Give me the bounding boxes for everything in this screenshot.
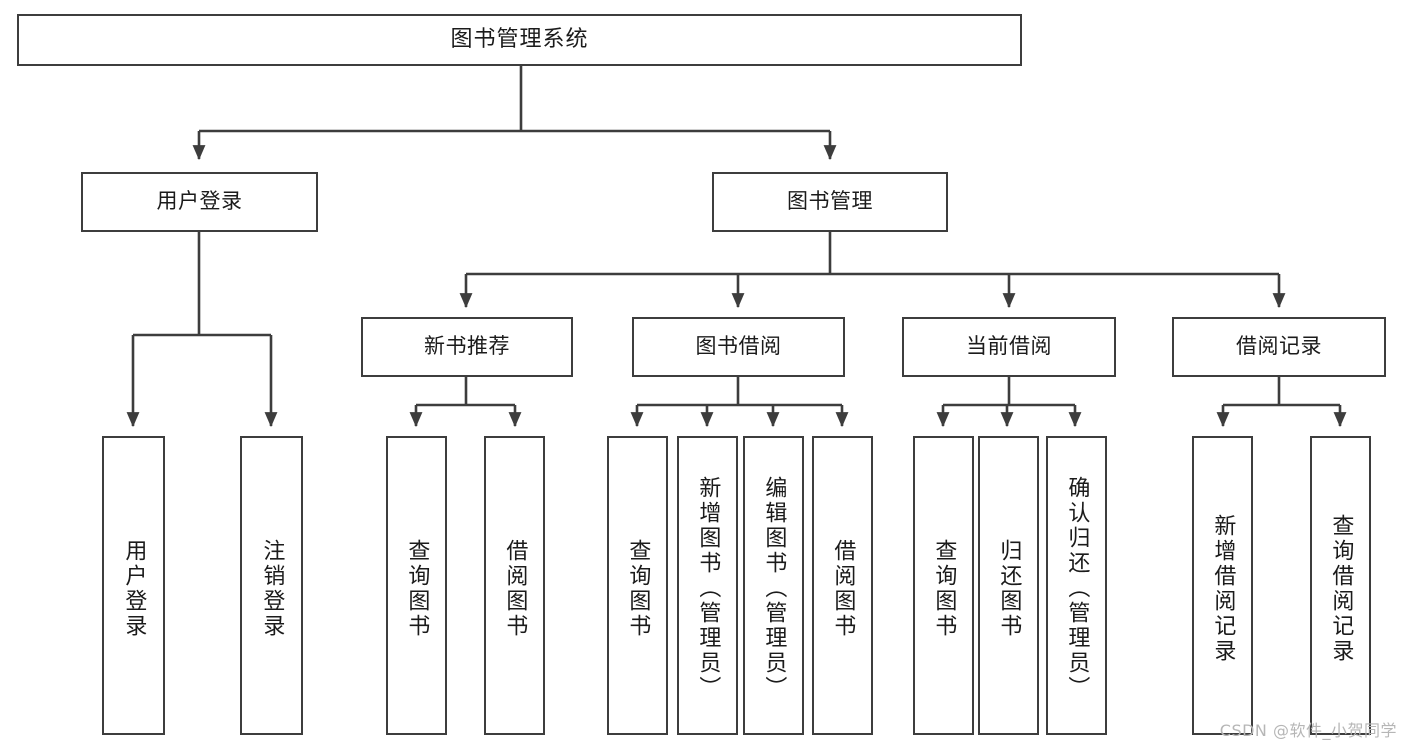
node-leaf-edit-book-label: 编辑图书（管理员） <box>761 476 787 701</box>
node-borrow-record[interactable]: 借阅记录 <box>1172 317 1386 377</box>
node-leaf-query-book-bor[interactable]: 查询图书 <box>607 436 668 735</box>
node-leaf-borrow-book-label: 借阅图书 <box>830 538 856 639</box>
node-leaf-query-book-cur-label: 查询图书 <box>931 538 957 639</box>
node-leaf-query-book-bor-label: 查询图书 <box>625 538 651 639</box>
node-book-manage[interactable]: 图书管理 <box>712 172 948 232</box>
node-leaf-add-book-label: 新增图书（管理员） <box>695 476 721 701</box>
node-leaf-return-book[interactable]: 归还图书 <box>978 436 1039 735</box>
node-leaf-confirm-return-label: 确认归还（管理员） <box>1064 476 1090 701</box>
node-book-manage-label: 图书管理 <box>787 189 873 214</box>
node-leaf-borrow-book-rec[interactable]: 借阅图书 <box>484 436 545 735</box>
node-root[interactable]: 图书管理系统 <box>17 14 1022 66</box>
node-leaf-user-login-label: 用户登录 <box>121 538 147 639</box>
node-leaf-confirm-return[interactable]: 确认归还（管理员） <box>1046 436 1107 735</box>
node-new-book-recommend-label: 新书推荐 <box>424 334 510 359</box>
watermark-text: CSDN @软件_小贺同学 <box>1219 721 1397 740</box>
node-leaf-add-record[interactable]: 新增借阅记录 <box>1192 436 1253 735</box>
node-leaf-borrow-book-rec-label: 借阅图书 <box>502 538 528 639</box>
node-user-login-label: 用户登录 <box>156 189 243 214</box>
node-leaf-add-book[interactable]: 新增图书（管理员） <box>677 436 738 735</box>
node-leaf-query-record-label: 查询借阅记录 <box>1328 513 1354 664</box>
node-new-book-recommend[interactable]: 新书推荐 <box>361 317 573 377</box>
node-user-login[interactable]: 用户登录 <box>81 172 318 232</box>
node-leaf-borrow-book[interactable]: 借阅图书 <box>812 436 873 735</box>
node-current-borrow-label: 当前借阅 <box>966 334 1052 359</box>
node-book-borrow-label: 图书借阅 <box>695 334 782 359</box>
node-leaf-query-book-rec-label: 查询图书 <box>404 538 430 639</box>
node-root-label: 图书管理系统 <box>450 26 589 52</box>
node-leaf-query-record[interactable]: 查询借阅记录 <box>1310 436 1371 735</box>
node-leaf-query-book-rec[interactable]: 查询图书 <box>386 436 447 735</box>
node-leaf-add-record-label: 新增借阅记录 <box>1210 513 1236 664</box>
node-current-borrow[interactable]: 当前借阅 <box>902 317 1116 377</box>
node-borrow-record-label: 借阅记录 <box>1236 334 1322 359</box>
node-leaf-return-book-label: 归还图书 <box>996 538 1022 639</box>
node-book-borrow[interactable]: 图书借阅 <box>632 317 845 377</box>
node-leaf-edit-book[interactable]: 编辑图书（管理员） <box>743 436 804 735</box>
node-leaf-logout-login-label: 注销登录 <box>259 538 285 639</box>
node-leaf-logout-login[interactable]: 注销登录 <box>240 436 303 735</box>
node-leaf-query-book-cur[interactable]: 查询图书 <box>913 436 974 735</box>
node-leaf-user-login[interactable]: 用户登录 <box>102 436 165 735</box>
